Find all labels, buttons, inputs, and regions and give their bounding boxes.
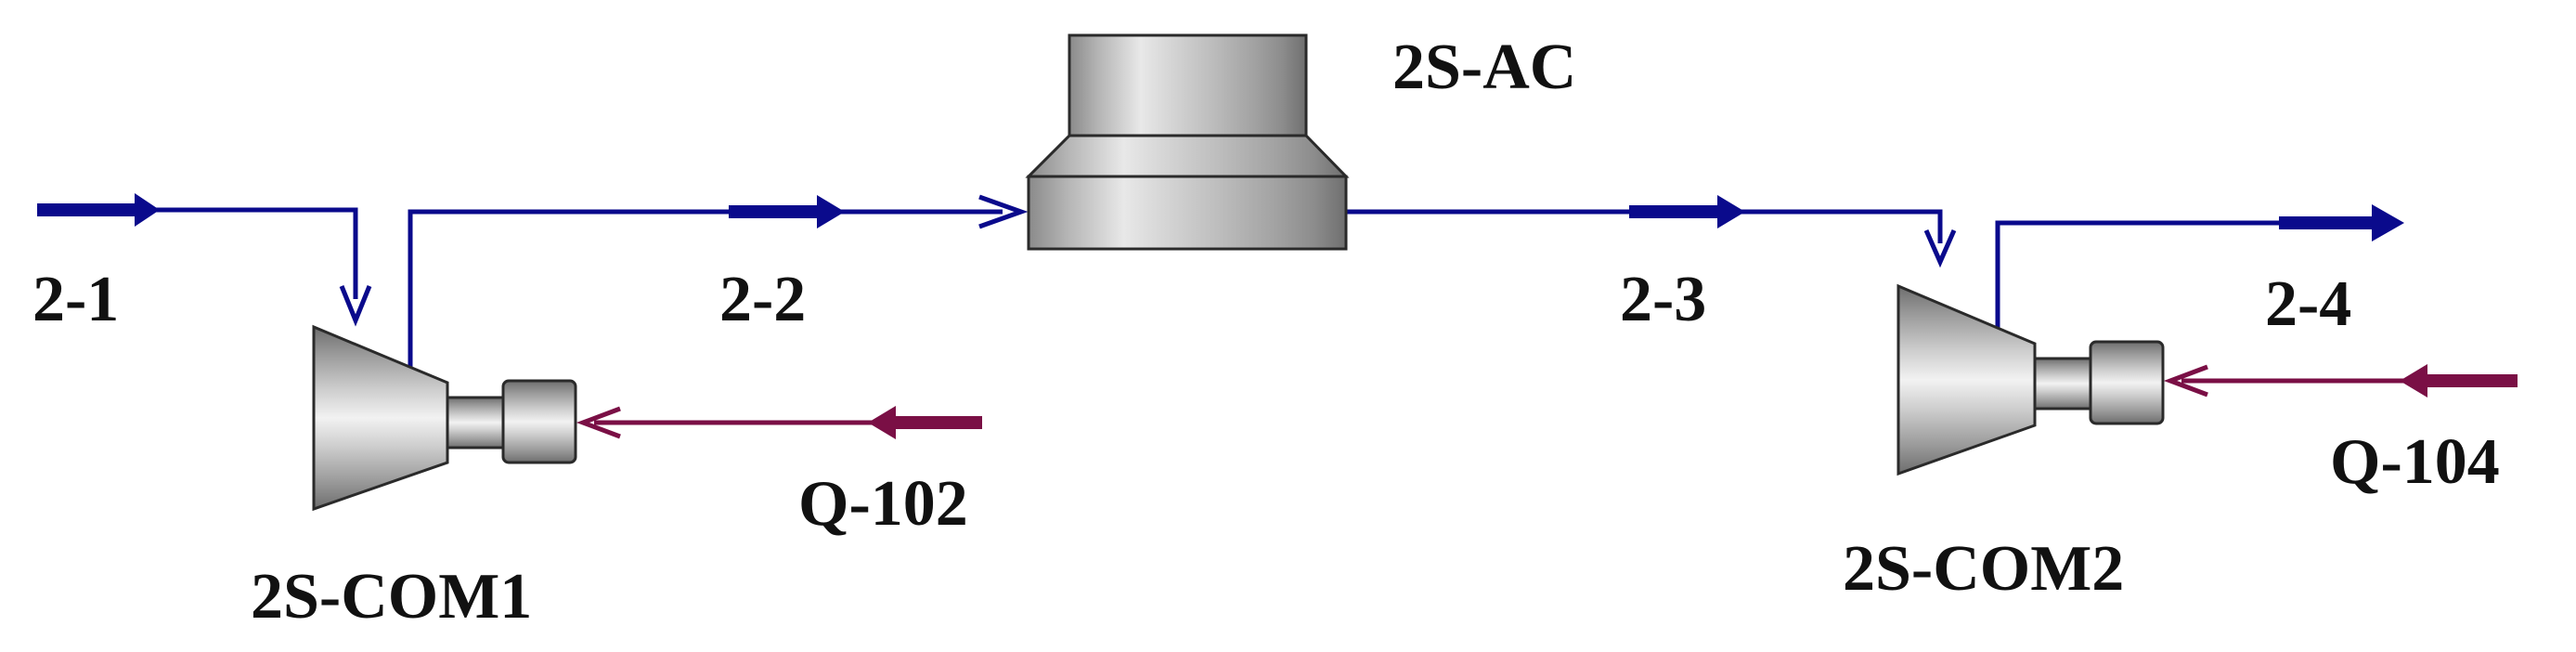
- arrowhead-icon: [978, 194, 1029, 229]
- compressor-shaft: [2033, 357, 2092, 411]
- label-heat-q-102: Q-102: [798, 468, 968, 540]
- label-air-cooler: 2S-AC: [1392, 32, 1576, 103]
- label-stream-2-3: 2-3: [1620, 264, 1706, 335]
- flow-arrow-icon: [135, 193, 160, 227]
- compressor-2s-com2[interactable]: [1896, 283, 2165, 476]
- flow-arrow-icon: [2372, 204, 2404, 241]
- air-cooler-2s-ac[interactable]: [1025, 33, 1350, 251]
- stream-2-2[interactable]: [408, 194, 1029, 373]
- arrowhead-icon: [339, 285, 372, 327]
- compressor-shaft: [446, 396, 505, 450]
- heat-streams: [576, 364, 2518, 439]
- label-compressor-1: 2S-COM1: [251, 561, 532, 632]
- compressor-motor: [501, 379, 577, 464]
- flow-arrow-icon: [1717, 195, 1745, 228]
- label-compressor-2: 2S-COM2: [1843, 533, 2124, 605]
- heat-stream-q-104[interactable]: [2163, 364, 2518, 398]
- compressor-2s-com1[interactable]: [312, 324, 577, 512]
- stream-2-4[interactable]: [1995, 204, 2404, 330]
- arrowhead-icon: [1923, 228, 1957, 268]
- label-heat-q-104: Q-104: [2330, 426, 2500, 498]
- heat-stream-q-102[interactable]: [576, 406, 982, 439]
- compressor-motor: [2089, 340, 2165, 425]
- material-streams: [37, 193, 2404, 373]
- flow-arrow-icon: [817, 195, 845, 228]
- arrowhead-icon: [2163, 364, 2208, 398]
- arrowhead-icon: [576, 406, 621, 439]
- label-stream-2-1: 2-1: [32, 264, 119, 335]
- labels: 2-1 2-2 2-3 2-4 Q-102 Q-104 2S-AC 2S-COM…: [32, 32, 2500, 632]
- label-stream-2-2: 2-2: [719, 264, 806, 335]
- stream-2-1[interactable]: [37, 193, 372, 327]
- stream-2-3[interactable]: [1346, 195, 1957, 268]
- label-stream-2-4: 2-4: [2265, 268, 2351, 340]
